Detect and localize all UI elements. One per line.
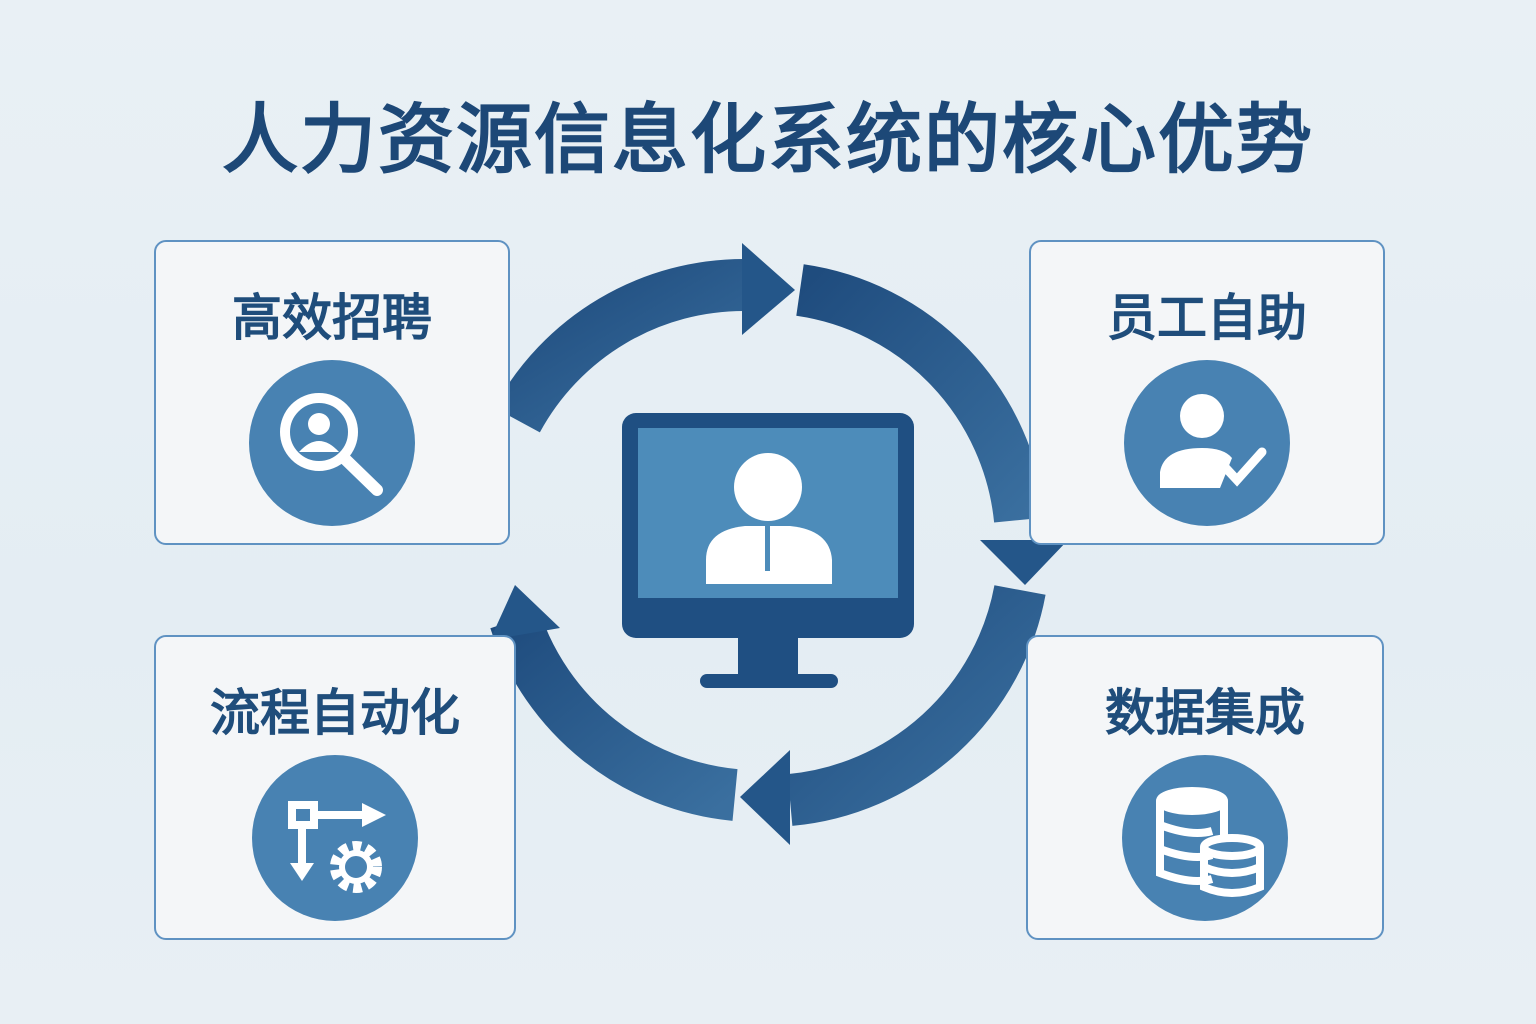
card-label: 流程自动化	[210, 684, 460, 742]
card-data-integration: 数据集成	[1026, 635, 1384, 940]
card-efficient-recruiting: 高效招聘	[154, 240, 510, 545]
card-employee-self-service: 员工自助	[1029, 240, 1385, 545]
workflow-gear-icon	[252, 755, 418, 921]
card-process-automation: 流程自动化	[154, 635, 516, 940]
arrowhead-icon	[980, 540, 1068, 585]
arrowhead-icon	[742, 243, 795, 335]
database-icon	[1122, 755, 1288, 921]
arrowhead-icon	[740, 750, 790, 845]
cycle-arrow-top-right	[795, 264, 1046, 523]
card-label: 高效招聘	[232, 289, 432, 347]
arrowhead-icon	[490, 585, 560, 640]
user-check-icon	[1124, 360, 1290, 526]
card-label: 员工自助	[1107, 289, 1307, 347]
cycle-arrow-bottom-right	[787, 584, 1046, 826]
page-title: 人力资源信息化系统的核心优势	[222, 95, 1314, 184]
cycle-arrow-top-left	[494, 258, 746, 433]
card-label: 数据集成	[1105, 684, 1305, 742]
monitor-user-icon	[622, 413, 914, 688]
cycle-arrow-bottom-left	[490, 611, 738, 821]
magnifier-person-icon	[249, 360, 415, 526]
